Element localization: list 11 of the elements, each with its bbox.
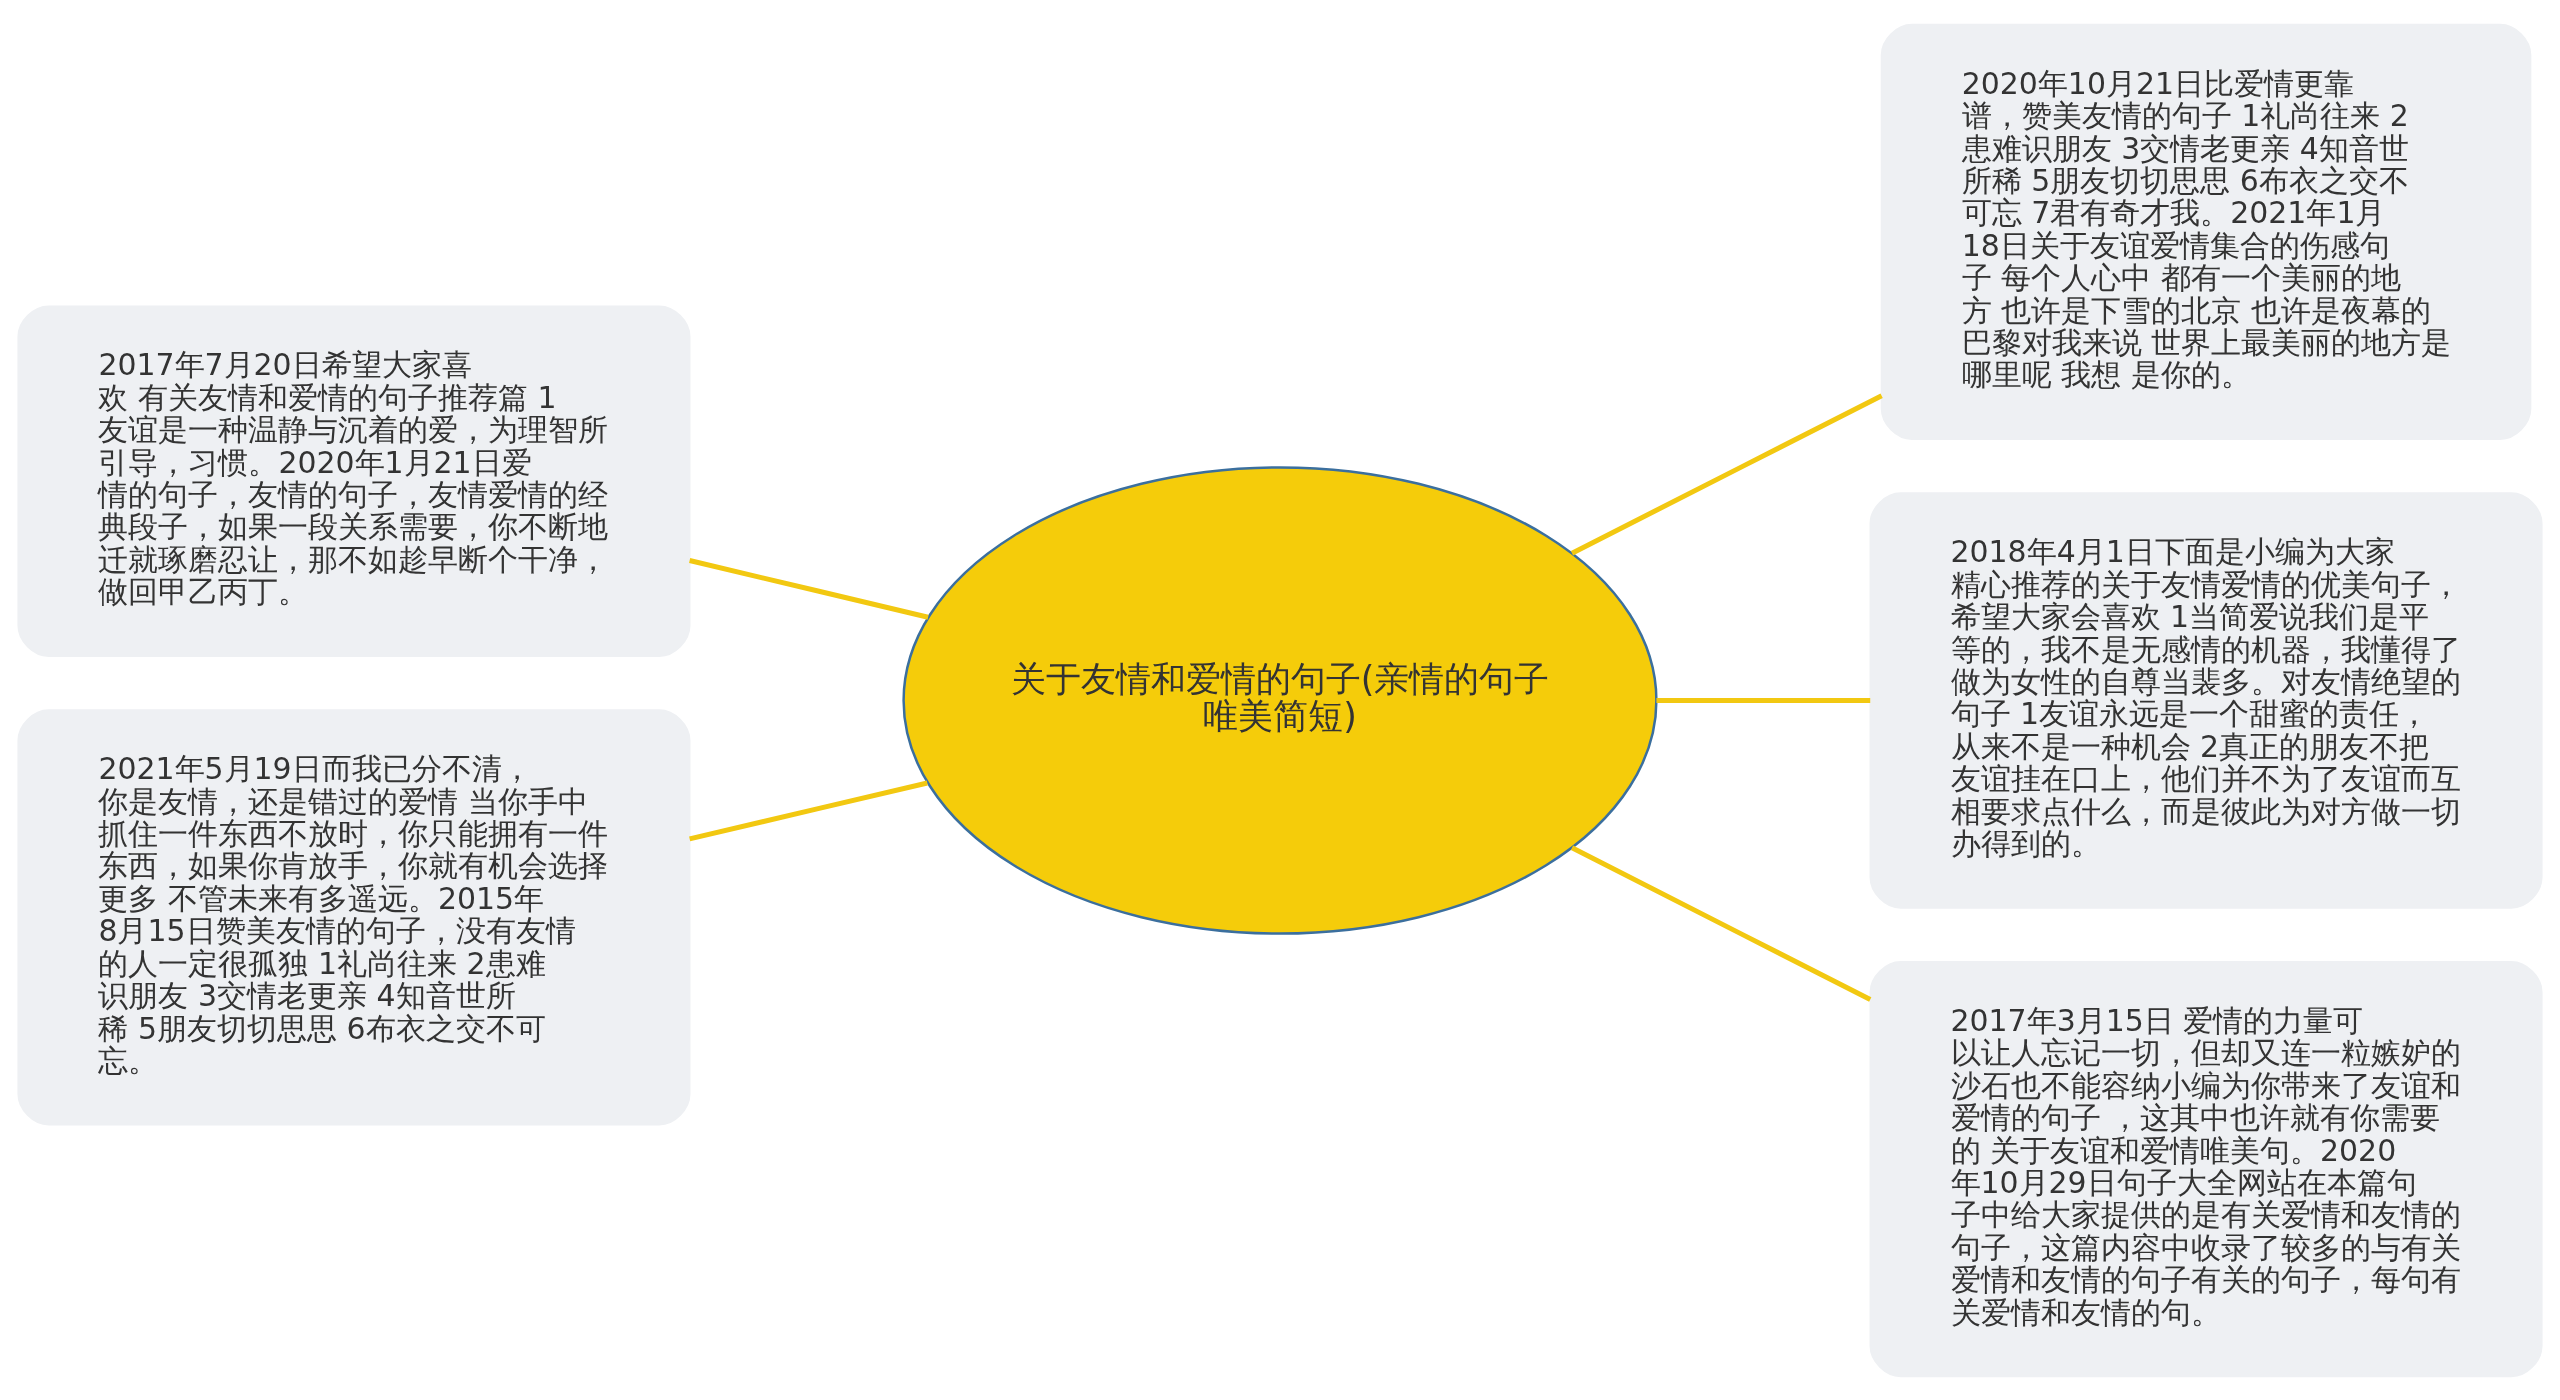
node-box: 2020年10月21日比爱情更靠谱，赞美友情的句子 1礼尚往来 2患难识朋友 3交情老更亲 4知音世所稀 5朋友切切思思 6布衣之交不可忘 7君有奇才我。2021年1月18日关于友谊爱情集合的伤感句子 每个人心中 都有一个美丽的地方 也许是下雪的北京 也许是夜幕的巴黎对我来说 世界上最美丽的地方是哪里呢 我想 是你的。	[1880, 23, 2532, 440]
connector	[689, 780, 928, 841]
node-ellipse: 关于友情和爱情的句子(亲情的句子唯美简短)	[902, 465, 1658, 935]
connector	[689, 557, 929, 620]
node-box: 2017年7月20日希望大家喜欢 有关友情和爱情的句子推荐篇 1友谊是一种温静与沉着的爱，为理智所引导，习惯。2020年1月21日爱情的句子，友情的句子，友情爱情的经典段子，如果一段关系需要，你不断地迁就琢磨忍让，那不如趁早断个干净，做回甲乙丙丁。	[17, 304, 691, 657]
connector	[1570, 845, 1872, 1002]
connector	[1570, 392, 1883, 555]
node-box: 2017年3月15日 爱情的力量可以让人忘记一切，但却又连一粒嫉妒的沙石也不能容纳小编为你带来了友谊和爱情的句子 ，这其中也许就有你需要的 关于友谊和爱情唯美句。2020年10月29日句子大全网站在本篇句子中给大家提供的是有关爱情和友情的句子，这篇内容中收录了较多的与有关爱情和友情的句子有关的句子，每句有关爱情和友情的句。	[1869, 960, 2543, 1377]
connector	[1656, 697, 1871, 703]
node-box: 2021年5月19日而我已分不清，你是友情，还是错过的爱情 当你手中抓住一件东西不放时，你只能拥有一件东西，如果你肯放手，你就有机会选择更多 不管未来有多遥远。2015年8月15日赞美友情的句子，没有友情的人一定很孤独 1礼尚往来 2患难识朋友 3交情老更亲 4知音世所稀 5朋友切切思思 6布衣之交不可忘。	[17, 708, 691, 1125]
node-box: 2018年4月1日下面是小编为大家精心推荐的关于友情爱情的优美句子，希望大家会喜欢 1当简爱说我们是平等的，我不是无感情的机器，我懂得了做为女性的自尊当裴多。对友情绝望的句子 1友谊永远是一个甜蜜的责任，从来不是一种机会 2真正的朋友不把友谊挂在口上，他们并不为了友谊而互相要求点什么，而是彼此为对方做一切办得到的。	[1869, 491, 2543, 909]
